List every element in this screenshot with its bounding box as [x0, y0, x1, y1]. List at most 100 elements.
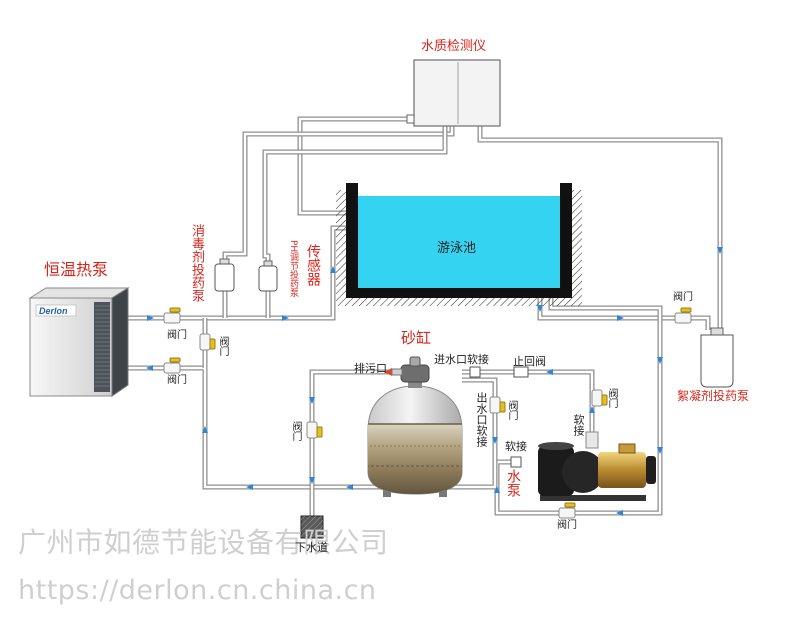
valve-handle-icon	[499, 401, 506, 413]
valve-body	[489, 396, 501, 414]
analyzer-sensor-port	[406, 114, 415, 124]
sand-filter	[367, 356, 463, 497]
ph-dosing-pump	[258, 260, 278, 292]
flow-arrow-icon	[346, 484, 353, 490]
disinfectant-dosing-pump	[214, 258, 235, 292]
strainer-pot	[538, 446, 574, 496]
bottle-body	[214, 263, 235, 292]
bottle-cap	[710, 327, 724, 336]
valve-body	[306, 421, 318, 439]
swimming-pool	[336, 183, 582, 306]
filter-neck	[408, 380, 422, 388]
flocculant-dosing-pump	[700, 327, 734, 388]
pipe-bore	[478, 126, 722, 329]
water-pump	[538, 431, 656, 501]
valve	[306, 421, 323, 439]
motor-terminal-box	[618, 443, 636, 454]
water-quality-analyzer	[406, 59, 501, 127]
drain-outlet-label: 排污口	[354, 362, 387, 375]
flow-arrow-icon	[616, 510, 623, 516]
valve	[163, 307, 181, 324]
valve-label: 阀门	[167, 375, 187, 386]
valve-handle-icon	[564, 502, 576, 508]
valve-body	[163, 362, 181, 374]
bottle-body	[258, 265, 278, 292]
valve-body	[558, 507, 576, 519]
check-valve	[513, 366, 529, 378]
flow-arrow-icon	[282, 315, 289, 321]
water-pump-label: 水泵	[505, 469, 521, 497]
flow-arrow-icon	[589, 406, 595, 413]
disinfectant-pump-label: 消毒剂投药泵	[189, 224, 204, 302]
drain-port-arrow-icon	[384, 368, 392, 376]
multiport-valve	[400, 364, 430, 383]
sand-filter-label: 砂缸	[401, 329, 432, 347]
valve-body	[199, 333, 211, 351]
pipe-bore	[298, 117, 411, 215]
flow-arrow-icon	[202, 426, 208, 433]
filter-leg	[383, 488, 391, 497]
pool-wall-left	[346, 183, 358, 298]
analyzer-label: 水质检测仪	[421, 39, 487, 54]
watermark-company: 广州市如德节能设备有限公司	[18, 526, 389, 559]
flexible-hose-connector	[510, 456, 522, 468]
flow-arrow-icon	[617, 315, 624, 321]
valve	[591, 389, 608, 407]
heat-pump: Derlon	[28, 287, 130, 397]
valve-handle-icon	[169, 357, 181, 363]
filter-leg	[439, 488, 447, 497]
check-valve-label: 止回阀	[513, 355, 546, 368]
pump-base	[540, 495, 646, 501]
flow-arrow-icon	[492, 437, 498, 444]
pipe-bore	[263, 126, 447, 262]
pipe-bore	[310, 370, 392, 516]
sand-media	[368, 424, 462, 494]
valve	[199, 333, 216, 351]
pool-wall-bottom	[346, 288, 572, 298]
strainer-lid	[538, 442, 574, 450]
valve-handle-icon	[680, 307, 692, 313]
sewer	[300, 515, 324, 539]
heat-pump-side-fins	[111, 287, 129, 397]
flow-arrows	[146, 247, 723, 516]
pump-inlet-hose-label: 软接	[505, 440, 527, 453]
flow-arrow-icon	[309, 477, 315, 484]
fin-lines	[95, 305, 110, 387]
inlet-hose-label: 进水口软接	[434, 353, 489, 366]
flow-arrow-icon	[657, 357, 663, 364]
flow-arrow-icon	[309, 397, 315, 404]
flow-arrow-icon	[246, 484, 253, 490]
pump-outlet-hose-label: 软接	[572, 414, 585, 436]
sewer-label: 下水道	[295, 541, 328, 554]
heat-pump-label: 恒温热泵	[44, 260, 109, 279]
valve-body	[591, 389, 603, 407]
watermark-url: https://derlon.cn.china.cn	[18, 575, 377, 606]
valve-label: 阀门	[673, 292, 693, 303]
valve-label: 阀门	[506, 400, 517, 420]
valve-handle-icon	[169, 307, 181, 313]
sensor-label: 传感器	[305, 244, 321, 286]
valve	[674, 307, 692, 324]
brand-logo: Derlon	[39, 306, 68, 316]
pump-volute	[562, 451, 604, 493]
flocculant-pump-label: 絮凝剂投药泵	[677, 389, 750, 403]
pump-motor	[598, 452, 646, 488]
valve-label: 阀门	[606, 388, 617, 408]
flow-arrow-icon	[717, 247, 723, 254]
ph-pump-label: PH调节投药泵	[288, 240, 298, 298]
valve-handle-icon	[601, 394, 608, 406]
valve-body	[163, 312, 181, 324]
pool-water	[358, 196, 560, 288]
valve-handle-icon	[316, 426, 323, 438]
multiport-handle	[409, 356, 421, 367]
pool-hatch-right	[572, 190, 582, 298]
valve-label: 阀门	[557, 520, 577, 531]
pump-outlet-neck	[585, 431, 599, 449]
pool-wall-right	[560, 183, 572, 298]
valve-body	[674, 312, 692, 324]
analyzer-body	[413, 59, 501, 127]
pipe-network	[125, 116, 723, 516]
flow-arrow-icon	[546, 369, 553, 375]
